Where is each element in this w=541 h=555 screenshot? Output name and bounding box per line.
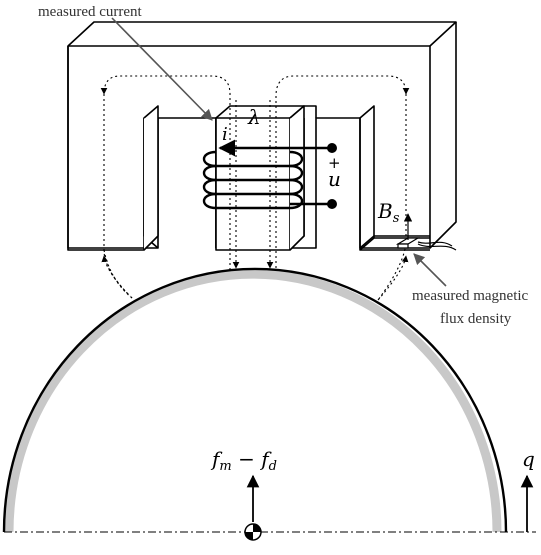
center-of-mass-icon <box>244 474 262 541</box>
measured-flux-label-line2: flux density <box>440 311 512 327</box>
position-q-label: q <box>522 447 535 471</box>
current-symbol: i <box>222 124 228 145</box>
measured-flux-pointer <box>413 253 447 287</box>
terminal-plus <box>327 143 337 153</box>
rotor-half-disk <box>2 267 536 533</box>
measured-current-label: measured current <box>38 4 143 20</box>
voltage-symbol: u <box>328 167 341 191</box>
hall-sensor <box>395 213 457 251</box>
measured-flux-label-line1: measured magnetic <box>412 288 529 304</box>
voltage-plus-sign: + <box>328 154 341 172</box>
flux-density-label: Bs <box>377 199 400 226</box>
measured-current-pointer <box>111 17 213 121</box>
flux-linkage-symbol: λ <box>247 105 261 129</box>
force-label: fm − fd <box>210 447 277 474</box>
core-right-side-face <box>429 22 457 249</box>
flux-arrowheads <box>101 255 409 301</box>
terminal-minus <box>327 199 337 209</box>
core-top-face <box>67 21 457 47</box>
